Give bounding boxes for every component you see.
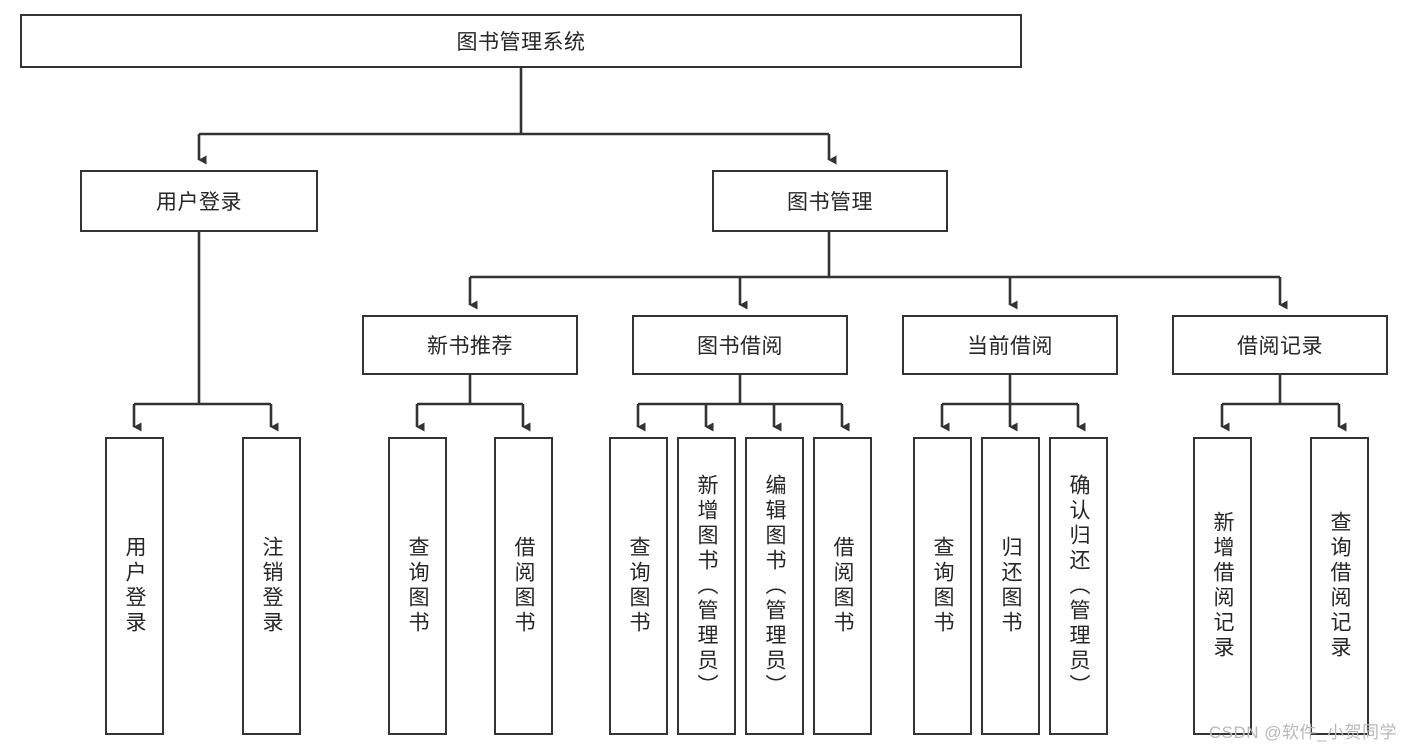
node-label: 借阅图书 [831,536,854,636]
node-leaf-add-borrow-record[interactable]: 新增借阅记录 [1193,437,1252,735]
node-label: 注销登录 [260,536,283,636]
node-label: 借阅记录 [1237,335,1323,358]
node-label: 确认归还（管理员） [1067,473,1090,699]
node-current-borrow[interactable]: 当前借阅 [902,315,1118,375]
node-label: 借阅图书 [512,536,535,636]
node-label: 查询借阅记录 [1328,511,1351,661]
node-leaf-user-login[interactable]: 用户登录 [105,437,164,735]
node-root-system[interactable]: 图书管理系统 [20,14,1022,68]
node-leaf-query-book-1[interactable]: 查询图书 [388,437,447,735]
node-label: 查询图书 [406,536,429,636]
node-book-borrow[interactable]: 图书借阅 [632,315,848,375]
node-label: 新增图书（管理员） [695,473,718,699]
node-label: 图书管理系统 [456,31,586,54]
node-user-login[interactable]: 用户登录 [80,170,318,232]
node-leaf-borrow-book-1[interactable]: 借阅图书 [494,437,553,735]
node-label: 用户登录 [156,191,242,214]
node-leaf-query-book-2[interactable]: 查询图书 [609,437,668,735]
node-label: 当前借阅 [967,335,1053,358]
node-leaf-return-book[interactable]: 归还图书 [981,437,1040,735]
node-leaf-confirm-return-admin[interactable]: 确认归还（管理员） [1049,437,1108,735]
node-book-management[interactable]: 图书管理 [712,170,948,232]
node-label: 图书借阅 [697,335,783,358]
node-label: 新增借阅记录 [1211,511,1234,661]
node-label: 查询图书 [627,536,650,636]
node-label: 用户登录 [123,536,146,636]
node-label: 新书推荐 [427,335,513,358]
node-leaf-query-book-3[interactable]: 查询图书 [913,437,972,735]
node-new-book-recommend[interactable]: 新书推荐 [362,315,578,375]
node-leaf-borrow-book-2[interactable]: 借阅图书 [813,437,872,735]
node-label: 归还图书 [999,536,1022,636]
node-leaf-edit-book-admin[interactable]: 编辑图书（管理员） [745,437,804,735]
watermark: CSDN @软件_小贺同学 [1208,723,1397,742]
node-label: 编辑图书（管理员） [763,473,786,699]
node-label: 查询图书 [931,536,954,636]
node-label: 图书管理 [787,191,873,214]
node-borrow-record[interactable]: 借阅记录 [1172,315,1388,375]
node-leaf-query-borrow-record[interactable]: 查询借阅记录 [1310,437,1369,735]
node-leaf-add-book-admin[interactable]: 新增图书（管理员） [677,437,736,735]
node-leaf-logout-login[interactable]: 注销登录 [242,437,301,735]
